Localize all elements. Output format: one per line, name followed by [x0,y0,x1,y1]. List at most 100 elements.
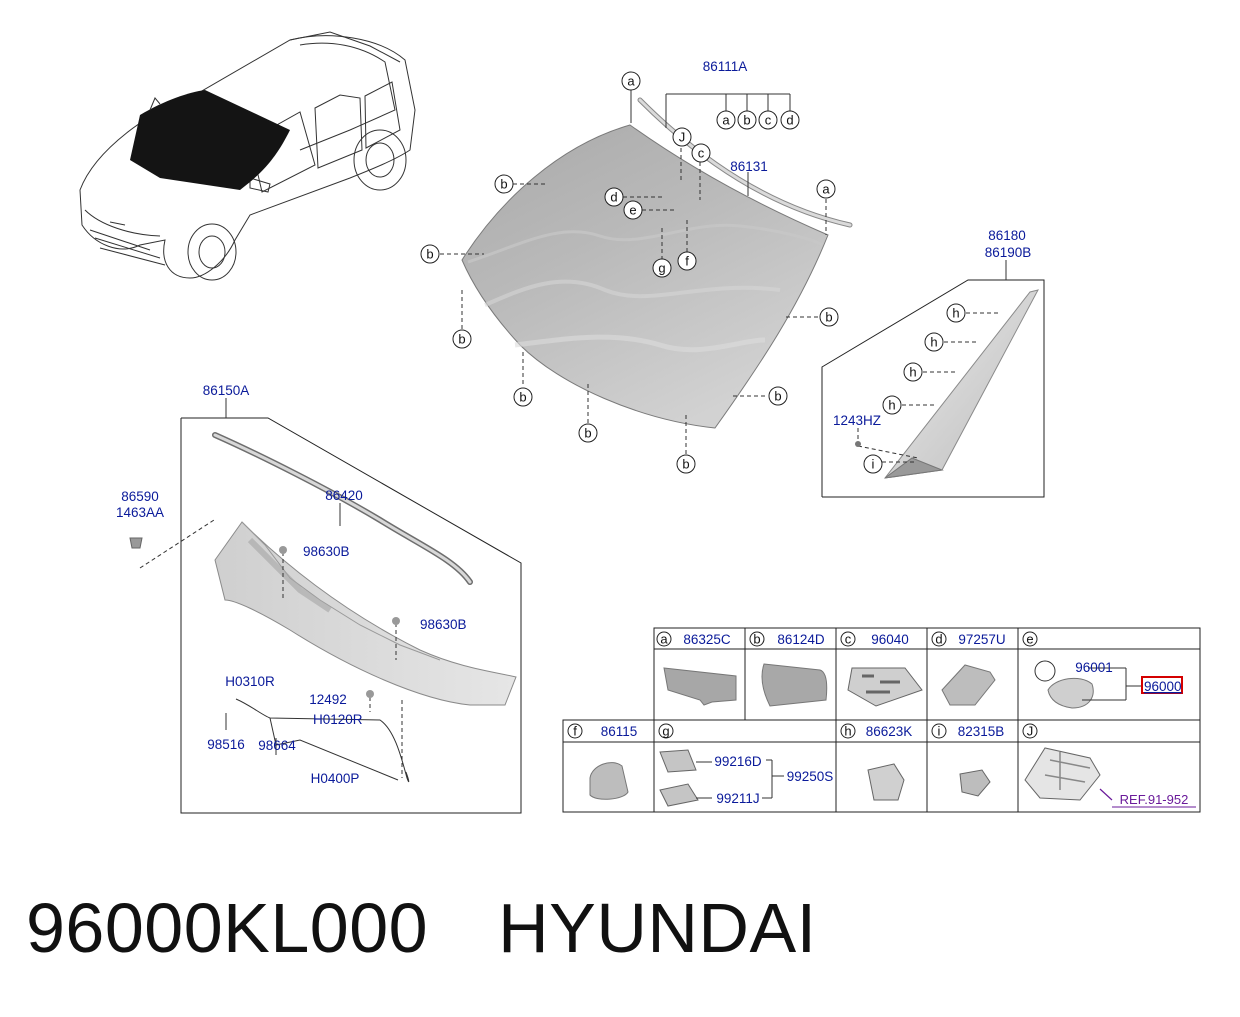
legend-table [562,627,1201,813]
label-1243hz: 1243HZ [833,413,881,428]
legend-c-part: 96040 [871,632,909,647]
label-h0400p: H0400P [311,771,360,786]
camera-bracket-image [1024,747,1101,801]
callout-circle [672,127,692,147]
callout-b: b [420,244,440,264]
callout-circle [716,110,736,130]
callout-circle [513,387,533,407]
o-ring-image [1034,660,1056,682]
callout-J: J [672,127,692,147]
callout-b: b [819,307,839,327]
callout-letter: h [930,335,937,350]
callout-circle [768,386,788,406]
label-h0120r: H0120R [313,712,363,727]
cowl-box [129,398,522,814]
legend-a-part: 86325C [683,632,731,647]
legend-g-part-2: 99211J [716,791,759,806]
legend-e-part-2: 96000 [1144,679,1182,694]
label-98516: 98516 [207,737,245,752]
callout-i: i [931,723,947,739]
callout-letter: d [935,632,942,647]
bracket-99216d-image [659,749,697,773]
callout-letter: h [888,398,895,413]
callout-d: d [780,110,800,130]
callout-circle [946,303,966,323]
callout-letter: b [825,310,832,325]
cap-86115-image [589,762,629,800]
callout-circle [652,258,672,278]
callout-h: h [882,395,902,415]
callout-letter: h [844,724,851,739]
legend-d-part: 97257U [958,632,1005,647]
callout-letter: b [458,332,465,347]
callout-letter: b [500,177,507,192]
callout-circle [749,631,765,647]
callout-circle [676,454,696,474]
callout-circle [604,187,624,207]
callout-letter: e [1026,632,1033,647]
callout-letter: i [872,457,875,472]
callout-letter: d [786,113,793,128]
callout-c: c [840,631,856,647]
callout-letter: b [519,390,526,405]
callout-letter: a [627,74,635,89]
label-1463aa: 1463AA [116,505,164,520]
callout-letter: a [722,113,730,128]
callout-letter: J [1027,724,1034,739]
label-86590: 86590 [121,489,159,504]
callout-g: g [658,723,674,739]
callout-circle [1022,631,1038,647]
callout-letter: h [909,365,916,380]
callout-letter: c [698,146,705,161]
clip-86124d-image [761,663,828,707]
callout-letter: b [774,389,781,404]
callout-b: b [513,387,533,407]
label-98664: 98664 [258,738,296,753]
callout-letter: g [662,724,669,739]
callout-a: a [621,71,641,91]
callout-h: h [840,723,856,739]
callout-circle [1022,723,1038,739]
callout-letter: a [660,632,668,647]
callout-circle [623,200,643,220]
sensor-96000-image [1047,677,1094,709]
clip-82315b-image [959,769,991,797]
callout-d: d [931,631,947,647]
callout-c: c [691,143,711,163]
footer-brand: HYUNDAI [498,889,817,967]
callout-circle [931,723,947,739]
callout-a: a [656,631,672,647]
legend-i-part: 82315B [958,724,1005,739]
callout-letter: h [952,306,959,321]
label-86180: 86180 [988,228,1026,243]
callout-letter: d [610,190,617,205]
bracket-96040-image [847,667,923,707]
callout-circle [924,332,944,352]
bracket-99211j-image [659,783,699,807]
callout-letter: i [938,724,941,739]
callout-circle [452,329,472,349]
callout-J: J [1022,723,1038,739]
callout-f: f [677,251,697,271]
callout-letter: c [765,113,772,128]
part-labels: 86111A 86131 86180 86190B 1243HZ 86150A … [116,59,1188,807]
callout-letter: b [682,457,689,472]
label-86111a: 86111A [703,59,748,74]
callout-circle [863,454,883,474]
callout-circle [578,423,598,443]
windshield-glass [461,97,853,429]
callout-circle [677,251,697,271]
callout-circle [780,110,800,130]
callout-b: b [749,631,765,647]
legend-g-part-1: 99216D [714,754,762,769]
callout-circle [882,395,902,415]
callout-letter: c [845,632,852,647]
legend-b-part: 86124D [777,632,825,647]
callout-g: g [652,258,672,278]
callout-a: a [716,110,736,130]
callout-b: b [578,423,598,443]
windshield-leaders [440,90,827,454]
callout-letter: b [753,632,760,647]
